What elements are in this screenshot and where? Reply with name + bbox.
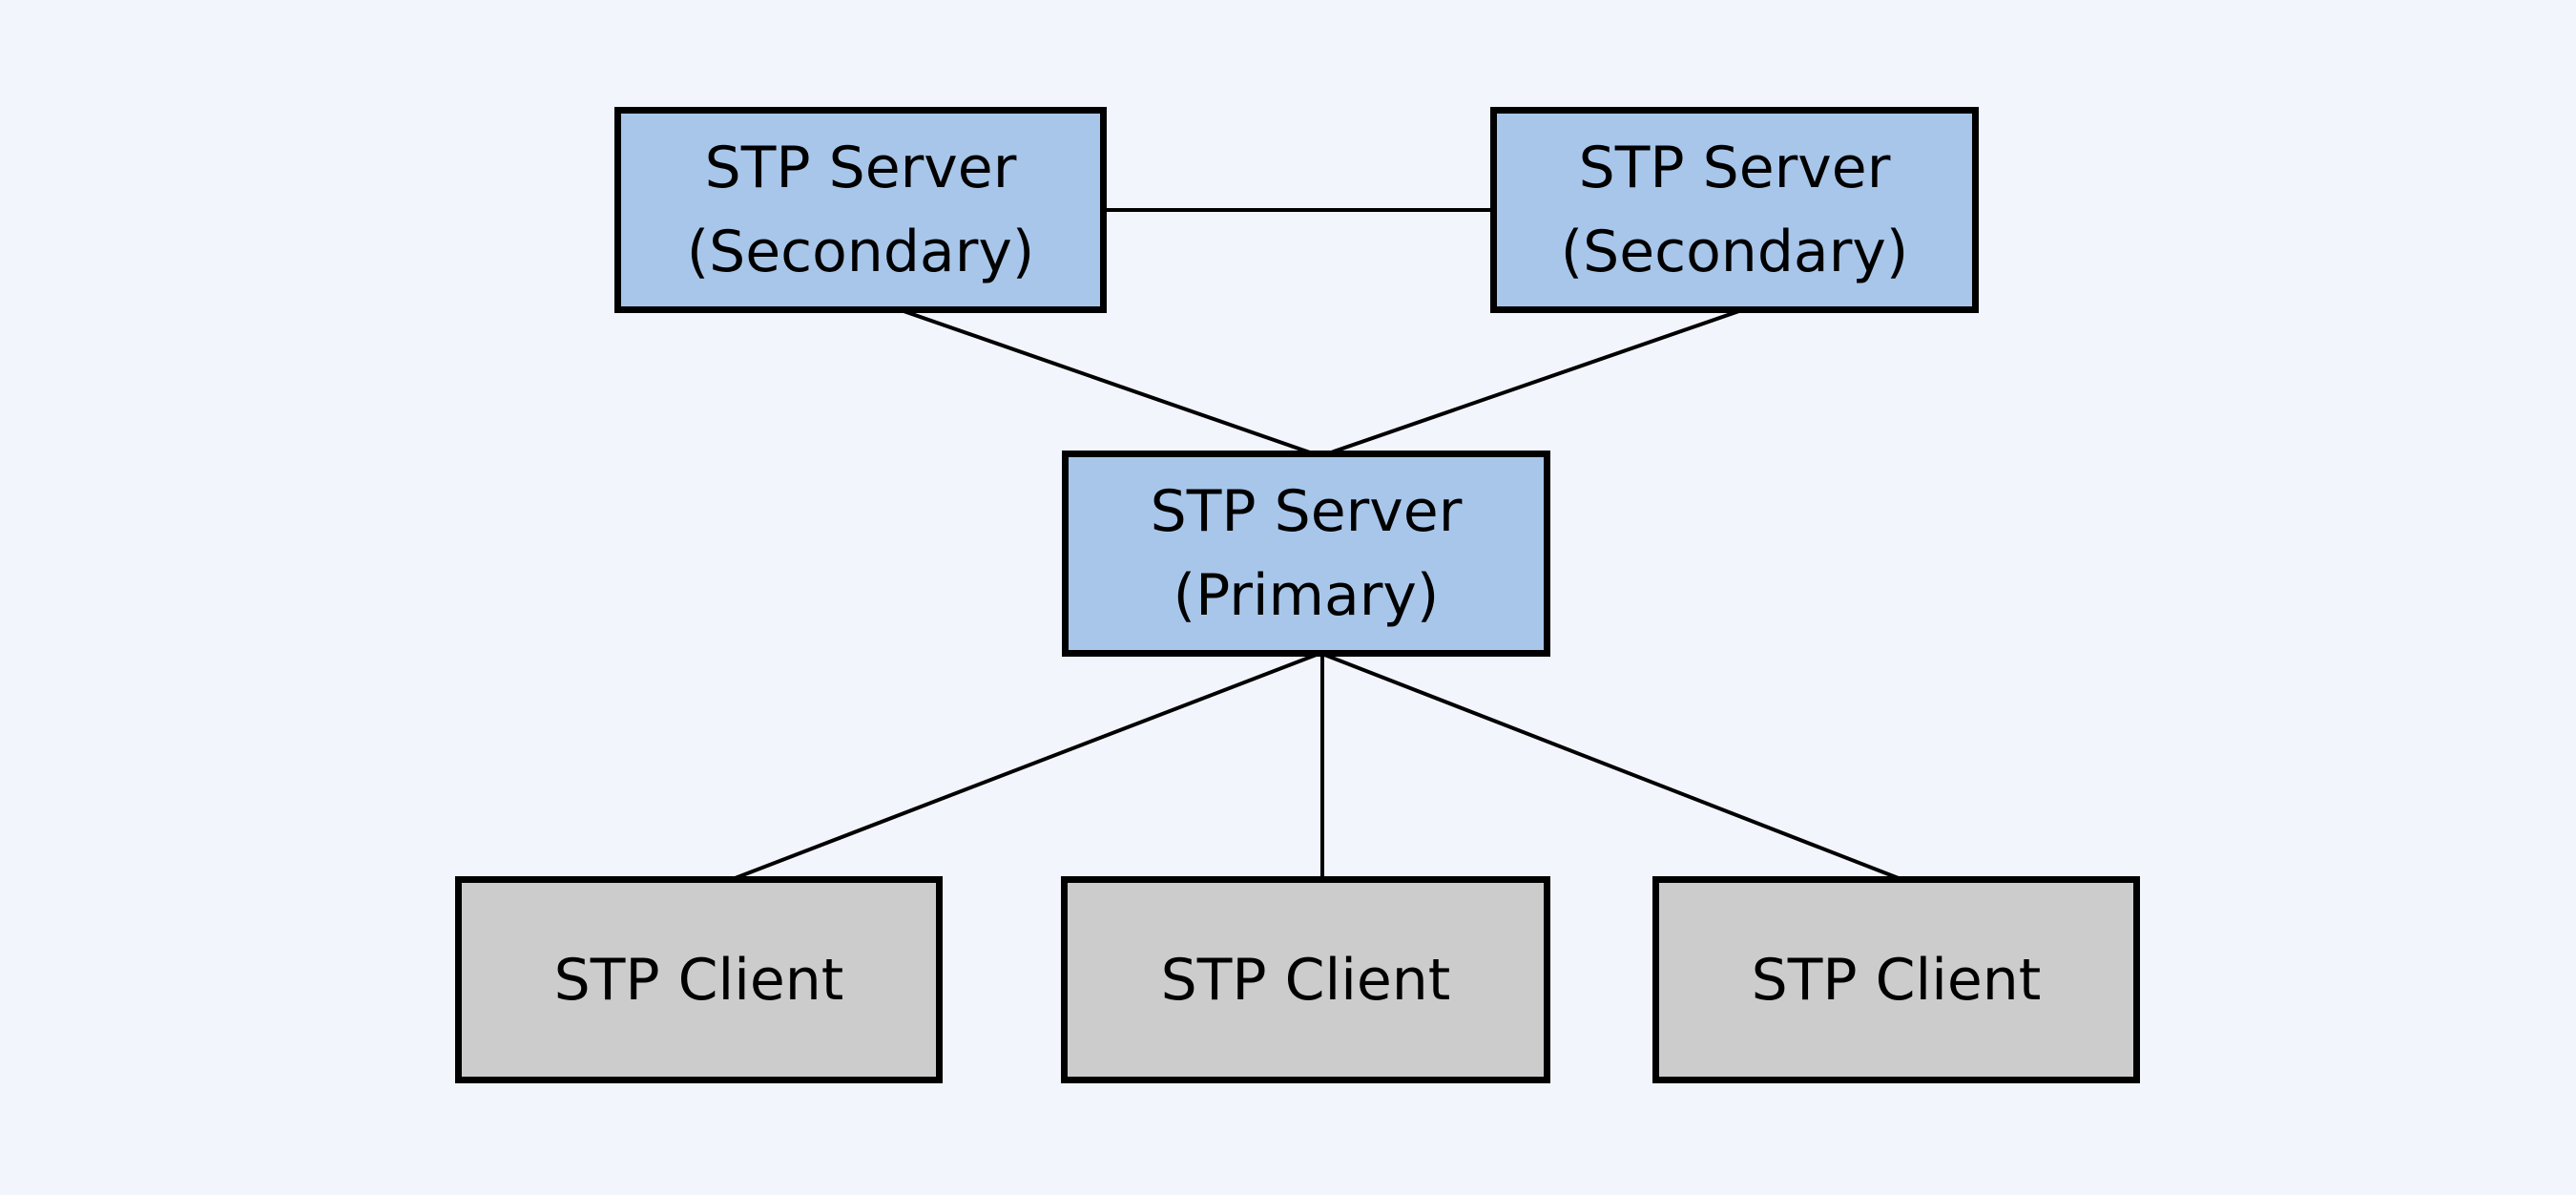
node-title: STP Client [1160, 946, 1451, 1014]
node-subtitle: (Secondary) [686, 219, 1035, 285]
edge-secondary-right-to-primary [1314, 304, 1756, 460]
node-title: STP Server [704, 135, 1017, 201]
node-subtitle: (Primary) [1173, 562, 1440, 629]
node-stp-client-center: STP Client [1061, 876, 1550, 1083]
edge-secondary-left-to-primary [886, 304, 1327, 460]
node-title: STP Server [1150, 478, 1463, 545]
node-stp-server-primary: STP Server (Primary) [1062, 451, 1550, 657]
node-stp-client-left: STP Client [455, 876, 943, 1083]
node-title: STP Server [1578, 135, 1891, 201]
node-stp-server-secondary-right: STP Server (Secondary) [1490, 107, 1979, 313]
edge-primary-to-client-left [724, 649, 1327, 884]
node-stp-server-secondary-left: STP Server (Secondary) [614, 107, 1107, 313]
node-stp-client-right: STP Client [1652, 876, 2140, 1083]
edge-primary-to-client-right [1314, 649, 1909, 884]
node-title: STP Client [553, 946, 844, 1014]
node-subtitle: (Secondary) [1560, 219, 1909, 285]
node-title: STP Client [1751, 946, 2042, 1014]
